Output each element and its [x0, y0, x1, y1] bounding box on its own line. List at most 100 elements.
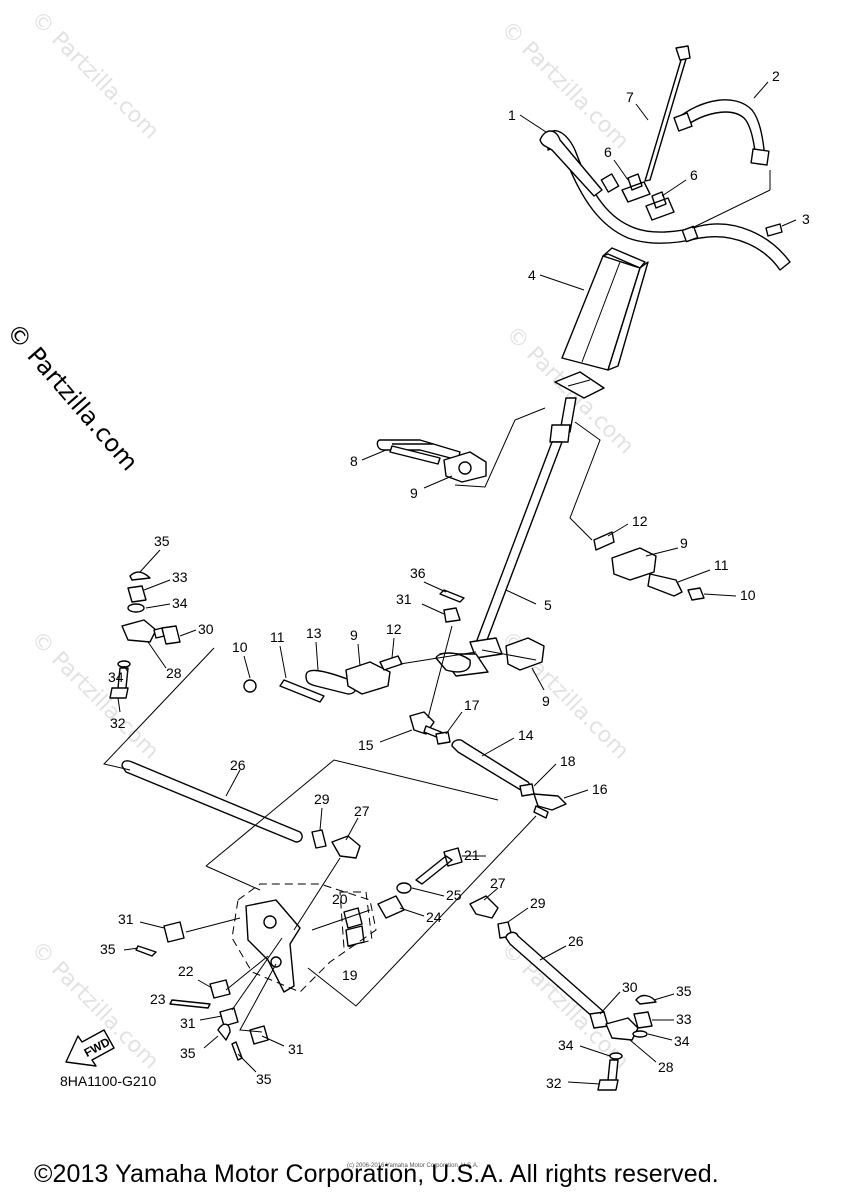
- callout-27b: 27: [490, 875, 506, 891]
- cotter-pin[interactable]: [129, 571, 151, 581]
- cotter-pin-35-right[interactable]: [635, 994, 657, 1005]
- tie-rod-end-28-right[interactable]: [605, 1017, 639, 1041]
- callout-13: 13: [306, 625, 322, 641]
- collar-24[interactable]: [377, 895, 405, 919]
- washer[interactable]: [127, 603, 145, 613]
- link-arm-right[interactable]: [647, 573, 683, 597]
- drag-link-rod[interactable]: [451, 739, 531, 794]
- castle-nut-33-right[interactable]: [633, 1011, 653, 1029]
- nut[interactable]: [519, 783, 535, 797]
- handlebar-pad[interactable]: [561, 247, 649, 371]
- callout-9d: 9: [542, 693, 550, 709]
- left-tie-rod-end-assembly: [109, 571, 181, 699]
- grip-end: [673, 112, 693, 132]
- washer-34-right[interactable]: [632, 1030, 648, 1038]
- cotter-pin-35-lower-b[interactable]: [231, 1041, 243, 1061]
- callout-23: 23: [150, 991, 166, 1007]
- callout-31c: 31: [180, 1015, 196, 1031]
- callout-20: 20: [332, 891, 348, 907]
- nut-22[interactable]: [209, 979, 231, 999]
- watermark-tile: © Partzilla.com: [26, 627, 164, 765]
- handlebar-holder-upper-right[interactable]: [645, 191, 675, 221]
- callouts: 1 2 3 4 5 6 6 7 8 9 9 9 9 10 10 11 11 12: [100, 68, 810, 1091]
- callout-19: 19: [342, 967, 358, 983]
- bolt-21[interactable]: [415, 847, 463, 885]
- copyright-footer: ©2013 Yamaha Motor Corporation, U.S.A. A…: [34, 1160, 719, 1188]
- bolt-32-right[interactable]: [597, 1059, 619, 1091]
- right-grip[interactable]: [677, 99, 766, 161]
- callout-6a: 6: [604, 144, 612, 160]
- callout-30b: 30: [622, 979, 638, 995]
- tie-rod-end[interactable]: [121, 619, 157, 643]
- callout-21: 21: [464, 847, 480, 863]
- callout-10a: 10: [232, 639, 248, 655]
- callout-35c: 35: [180, 1045, 196, 1061]
- callout-34b: 34: [108, 669, 124, 685]
- castle-nut[interactable]: [127, 585, 147, 603]
- handlebar-screw[interactable]: [765, 223, 783, 237]
- washer[interactable]: [117, 660, 131, 668]
- callout-9a: 9: [410, 485, 418, 501]
- rod-end-27[interactable]: [331, 835, 361, 859]
- callout-18: 18: [560, 753, 576, 769]
- callout-6b: 6: [690, 167, 698, 183]
- lock-nut[interactable]: [161, 625, 181, 645]
- callout-9c: 9: [350, 627, 358, 643]
- steering-clamp-lower[interactable]: [505, 637, 545, 671]
- callout-33b: 33: [676, 1011, 692, 1027]
- nut[interactable]: [243, 679, 257, 693]
- nut-right[interactable]: [687, 587, 705, 601]
- small-copyright: (c) 2006-2016 Yamaha Motor Corporation, …: [347, 1163, 479, 1169]
- callout-26b: 26: [568, 933, 584, 949]
- callout-12a: 12: [632, 513, 648, 529]
- pitman-arm-assembly: [135, 847, 463, 1061]
- callout-7: 7: [626, 89, 634, 105]
- pitman-arm[interactable]: [245, 899, 301, 993]
- cotter-pin-35-lower-a[interactable]: [217, 1023, 231, 1041]
- cotter-pin-35-left[interactable]: [135, 945, 157, 957]
- pitman-hole: [263, 915, 277, 929]
- callout-12b: 12: [386, 621, 402, 637]
- callout-34d: 34: [558, 1037, 574, 1053]
- washer-25[interactable]: [396, 882, 412, 894]
- nut[interactable]: [435, 731, 451, 745]
- cotter-pin-23[interactable]: [169, 999, 211, 1009]
- rod-end-lower[interactable]: [533, 793, 567, 811]
- bushing-20[interactable]: [343, 907, 363, 929]
- assembly-lines: [103, 170, 771, 1033]
- pitman-hole: [270, 956, 282, 968]
- steering-column[interactable]: [435, 371, 605, 677]
- callout-5: 5: [544, 597, 552, 613]
- callout-26a: 26: [230, 757, 246, 773]
- handlebar-assembly: [539, 45, 791, 271]
- handlebar-bolt[interactable]: [644, 45, 691, 182]
- right-bracket-assembly: [593, 531, 705, 601]
- nut-31-lower-c[interactable]: [249, 1025, 269, 1045]
- callout-32a: 32: [110, 715, 126, 731]
- bar-clamp: [681, 225, 699, 243]
- tie-rod-tube[interactable]: [121, 760, 303, 843]
- collar-right[interactable]: [593, 531, 615, 551]
- callout-14: 14: [518, 727, 534, 743]
- callout-10b: 10: [740, 587, 756, 603]
- nut-31-lower-b[interactable]: [219, 1007, 239, 1027]
- bolt-link[interactable]: [279, 679, 325, 703]
- callout-36: 36: [410, 565, 426, 581]
- nut-31-lower-a[interactable]: [163, 921, 185, 943]
- handlebar-holder-upper-left[interactable]: [621, 173, 651, 203]
- callout-24: 24: [426, 909, 442, 925]
- nut-31-upper[interactable]: [443, 607, 461, 623]
- washer-34-lower-right[interactable]: [609, 1052, 623, 1060]
- steering-clamp-right[interactable]: [611, 547, 657, 581]
- nut-29[interactable]: [311, 829, 327, 849]
- rod-end-27-right[interactable]: [469, 895, 499, 919]
- cotter-pin-36[interactable]: [439, 589, 465, 603]
- collar-middle[interactable]: [379, 655, 403, 671]
- callout-35a: 35: [154, 533, 170, 549]
- callout-34a: 34: [172, 595, 188, 611]
- nut-30-right[interactable]: [589, 1011, 609, 1029]
- left-grip[interactable]: [539, 130, 603, 197]
- steering-clamp-middle[interactable]: [345, 661, 391, 695]
- handlebar[interactable]: [547, 130, 791, 271]
- callout-31b: 31: [118, 911, 134, 927]
